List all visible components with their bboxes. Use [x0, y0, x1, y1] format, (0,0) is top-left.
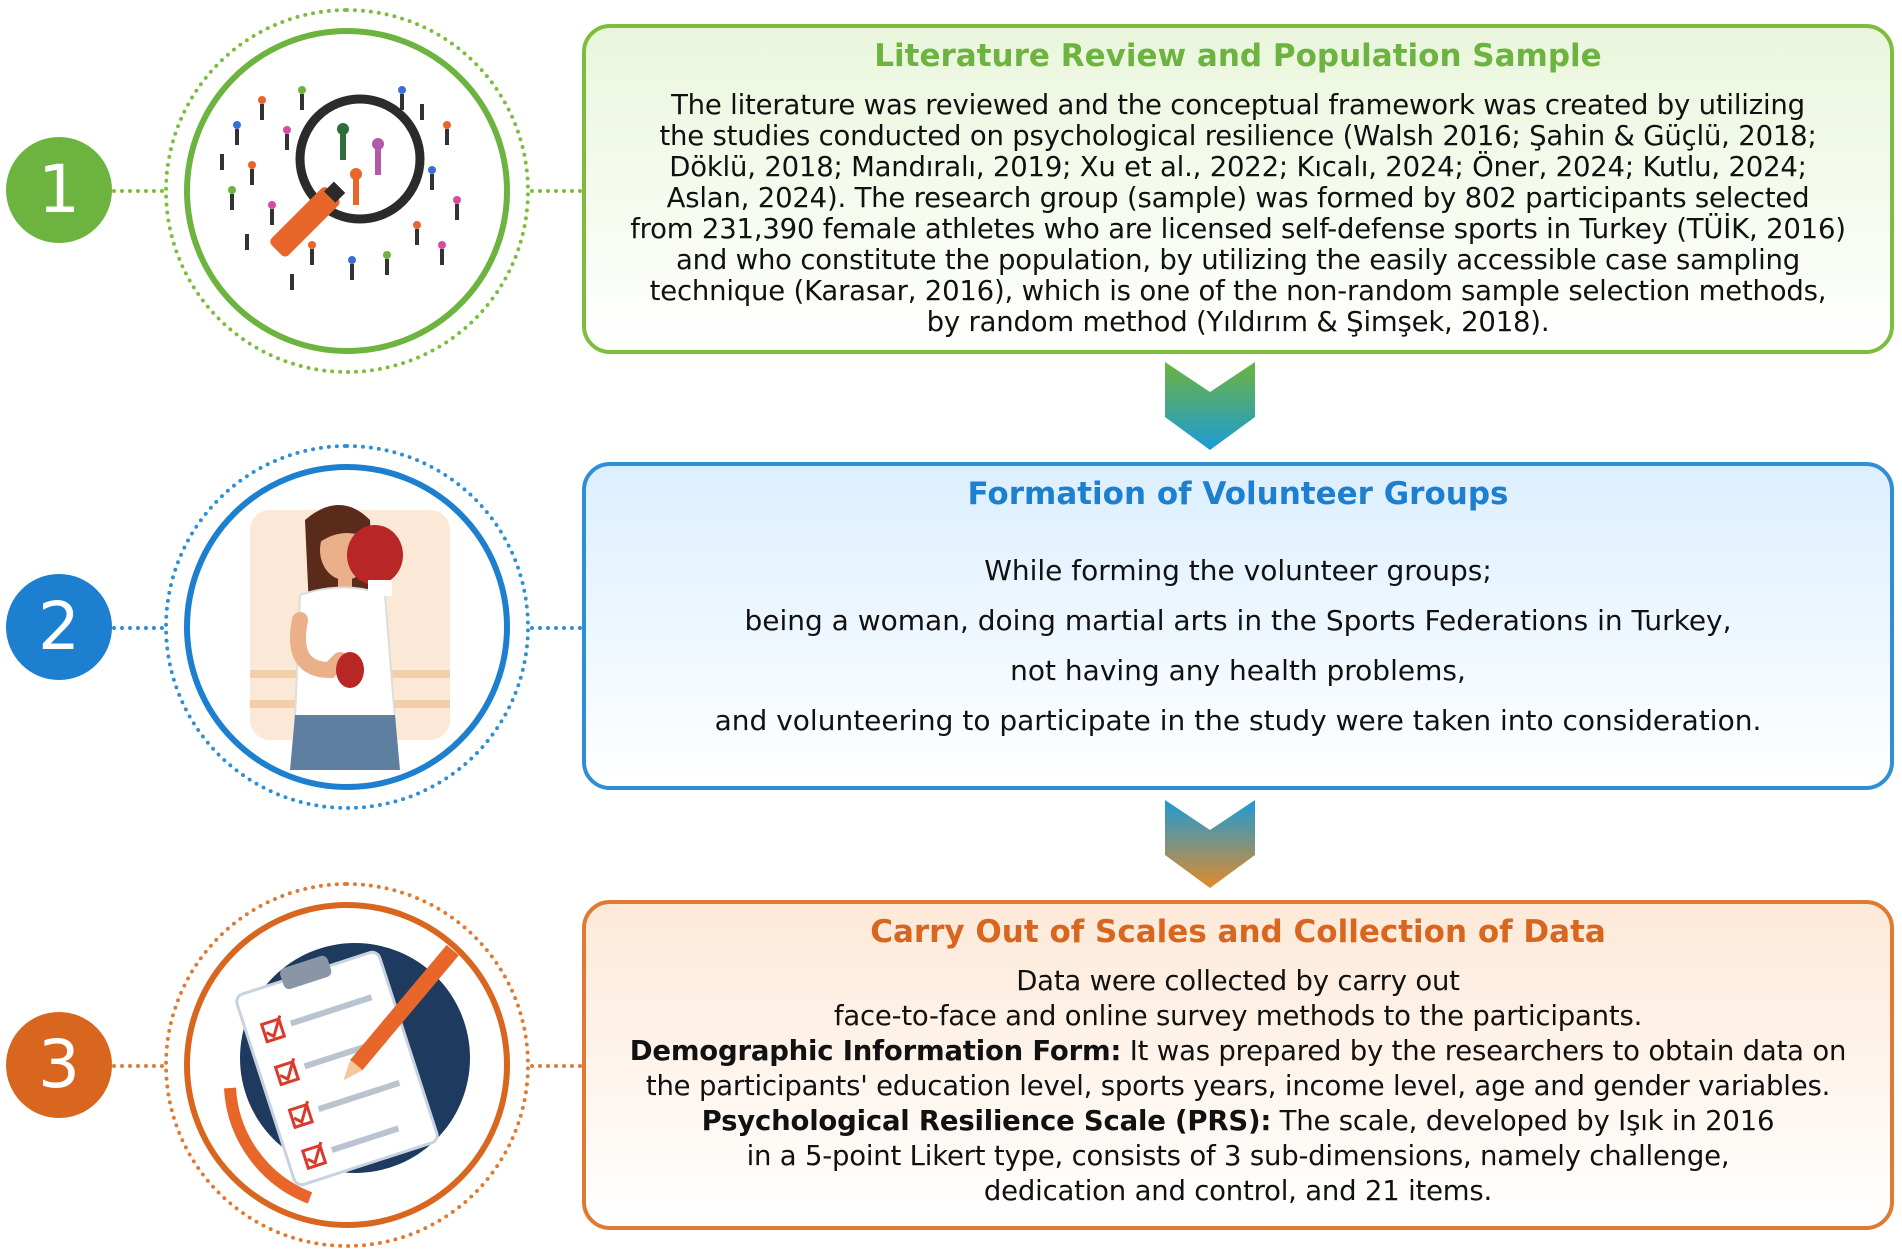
down-arrow-1-icon: [1165, 362, 1255, 450]
step-3-connector-right: [530, 1064, 582, 1068]
step-2-connector-right: [530, 626, 582, 630]
clipboard-checklist-icon: [224, 943, 470, 1204]
demographic-form-text: It was prepared by the researchers to ob…: [1121, 1035, 1847, 1067]
step-1-line: technique (Karasar, 2016), which is one …: [649, 275, 1827, 307]
female-boxer-icon: [250, 505, 450, 770]
step-1-box: Literature Review and Population Sample …: [582, 24, 1894, 354]
step-3-connector-left: [112, 1064, 164, 1068]
step-2-outer-ring: [164, 444, 530, 810]
step-1-line: Aslan, 2024). The research group (sample…: [666, 182, 1810, 214]
step-3-line: dedication and control, and 21 items.: [983, 1175, 1493, 1207]
step-2-connector-left: [112, 626, 164, 630]
step-2-text: While forming the volunteer groups; bein…: [600, 546, 1876, 746]
step-3-line: Data were collected by carry out: [1016, 965, 1460, 997]
step-2-line: While forming the volunteer groups;: [984, 554, 1492, 587]
down-arrow-2-icon: [1165, 800, 1255, 888]
step-2-number-badge: 2: [6, 574, 112, 680]
step-1-text: The literature was reviewed and the conc…: [600, 90, 1876, 338]
prs-scale-label: Psychological Resilience Scale (PRS):: [701, 1105, 1272, 1137]
step-2-line: and volunteering to participate in the s…: [714, 704, 1762, 737]
step-3-number-badge: 3: [6, 1012, 112, 1118]
step-2-inner-circle: [184, 464, 510, 790]
step-1-line: Döklü, 2018; Mandıralı, 2019; Xu et al.,…: [669, 151, 1807, 183]
step-2-line: not having any health problems,: [1010, 654, 1466, 687]
step-3-text: Data were collected by carry out face-to…: [600, 964, 1876, 1209]
step-3-scale-line: Psychological Resilience Scale (PRS): Th…: [600, 1104, 1876, 1139]
step-1-number-badge: 1: [6, 137, 112, 243]
step-1-inner-circle: [184, 28, 510, 354]
step-3-line: the participants' education level, sport…: [645, 1070, 1831, 1102]
step-3-title: Carry Out of Scales and Collection of Da…: [870, 914, 1606, 950]
step-3-outer-ring: [164, 882, 530, 1248]
step-3-line: face-to-face and online survey methods t…: [833, 1000, 1643, 1032]
step-2-box: Formation of Volunteer Groups While form…: [582, 462, 1894, 790]
step-2-title: Formation of Volunteer Groups: [967, 476, 1509, 512]
step-2-line: being a woman, doing martial arts in the…: [744, 604, 1732, 637]
prs-scale-text: The scale, developed by Işık in 2016: [1271, 1105, 1775, 1137]
step-3-form-line: Demographic Information Form: It was pre…: [600, 1034, 1876, 1069]
magnifying-glass-crowd-icon: [220, 86, 461, 290]
step-3-inner-circle: [184, 902, 510, 1228]
step-1-connector-right: [530, 189, 582, 193]
step-3-box: Carry Out of Scales and Collection of Da…: [582, 900, 1894, 1230]
step-1-line: by random method (Yıldırım & Şimşek, 201…: [926, 306, 1550, 338]
step-1-line: the studies conducted on psychological r…: [659, 120, 1817, 152]
step-1-line: and who constitute the population, by ut…: [675, 244, 1801, 276]
step-1-line: from 231,390 female athletes who are lic…: [630, 213, 1846, 245]
step-1-outer-ring: [164, 8, 530, 374]
demographic-form-label: Demographic Information Form:: [629, 1035, 1122, 1067]
step-1-connector-left: [112, 189, 164, 193]
step-3-line: in a 5-point Likert type, consists of 3 …: [746, 1140, 1730, 1172]
step-1-title: Literature Review and Population Sample: [874, 38, 1602, 74]
step-1-line: The literature was reviewed and the conc…: [671, 89, 1805, 121]
